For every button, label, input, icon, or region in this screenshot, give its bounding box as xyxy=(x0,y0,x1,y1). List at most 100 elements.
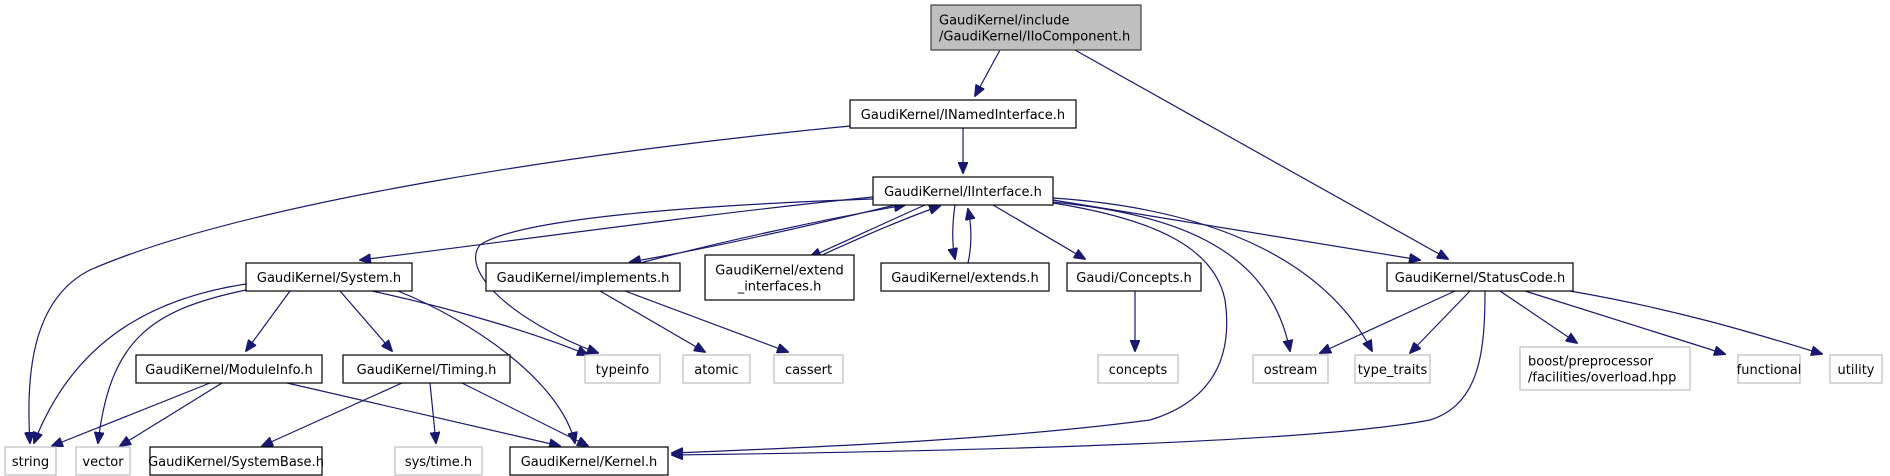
edge-implements-to-atomic xyxy=(599,290,705,352)
node-concepts-h[interactable]: Gaudi/Concepts.h xyxy=(1066,262,1202,292)
edge-iinterface-to-system xyxy=(360,196,874,260)
edge-timing-to-systime xyxy=(429,382,436,443)
edge-iinterface-to-type_traits xyxy=(1052,197,1372,351)
node-system[interactable]: GaudiKernel/System.h xyxy=(245,262,413,292)
node-systime: sys/time.h xyxy=(394,446,483,476)
node-box xyxy=(682,354,751,384)
node-extends[interactable]: GaudiKernel/extends.h xyxy=(880,262,1050,292)
node-statuscode[interactable]: GaudiKernel/StatusCode.h xyxy=(1386,262,1574,292)
edge-statuscode-to-boost_overload xyxy=(1499,290,1577,343)
node-extend-interfaces[interactable]: GaudiKernel/extend_interfaces.h xyxy=(704,254,855,301)
node-iinterface[interactable]: GaudiKernel/IInterface.h xyxy=(872,176,1054,206)
edge-inamedinterface-to-string xyxy=(29,125,851,443)
edge-statuscode-to-functional xyxy=(1524,290,1725,354)
edge-extends-to-iinterface xyxy=(968,209,971,264)
node-label: GaudiKernel/IInterface.h xyxy=(884,185,1042,200)
node-box xyxy=(342,354,511,384)
edge-system-to-vector xyxy=(98,289,247,443)
node-box xyxy=(584,354,661,384)
node-label: sys/time.h xyxy=(405,455,472,470)
node-label: _interfaces.h xyxy=(737,280,822,295)
node-vector: vector xyxy=(75,446,131,476)
edge-system-to-timing xyxy=(339,290,392,351)
node-box xyxy=(1386,262,1574,292)
node-box xyxy=(849,99,1077,129)
node-box xyxy=(485,262,681,292)
node-box xyxy=(149,446,323,476)
node-box xyxy=(1519,346,1691,391)
edge-implements-to-cassert xyxy=(624,290,788,352)
edge-statuscode-to-utility xyxy=(1569,290,1822,354)
node-box xyxy=(509,446,669,476)
node-box xyxy=(1354,354,1431,384)
node-label: /facilities/overload.hpp xyxy=(1528,371,1676,386)
edge-iinterface-to-extend_interfaces xyxy=(810,204,926,257)
node-box xyxy=(1252,354,1329,384)
edge-iinterface-to-typeinfo xyxy=(475,198,874,353)
node-typeinfo: typeinfo xyxy=(584,354,661,384)
node-label: GaudiKernel/include xyxy=(939,14,1069,29)
node-systembase[interactable]: GaudiKernel/SystemBase.h xyxy=(148,446,324,476)
edge-iiocomponent-to-inamedinterface xyxy=(975,49,1001,96)
node-label: boost/preprocessor xyxy=(1528,355,1654,370)
node-label: GaudiKernel/StatusCode.h xyxy=(1395,271,1565,286)
node-label: vector xyxy=(82,455,124,470)
node-inamedinterface[interactable]: GaudiKernel/INamedInterface.h xyxy=(849,99,1077,129)
node-type-traits: type_traits xyxy=(1354,354,1431,384)
edge-implements-to-iinterface xyxy=(639,205,905,264)
edge-moduleinfo-to-kernel xyxy=(286,382,560,446)
node-box xyxy=(930,4,1142,51)
edge-statuscode-to-kernel xyxy=(672,290,1486,455)
edges-layer xyxy=(29,49,1822,455)
edge-iinterface-to-ostream xyxy=(1052,201,1290,351)
node-utility: utility xyxy=(1829,354,1883,384)
edge-statuscode-to-type_traits xyxy=(1410,290,1471,353)
node-moduleinfo[interactable]: GaudiKernel/ModuleInfo.h xyxy=(135,354,323,384)
node-box xyxy=(394,446,483,476)
edge-timing-to-kernel xyxy=(461,382,588,446)
node-box xyxy=(1066,262,1202,292)
node-box xyxy=(75,446,131,476)
node-label: utility xyxy=(1838,363,1875,378)
edge-system-to-moduleinfo xyxy=(246,290,291,351)
node-box xyxy=(1829,354,1883,384)
node-label: string xyxy=(12,455,49,470)
node-label: atomic xyxy=(694,363,738,378)
node-label: GaudiKernel/extend xyxy=(715,264,843,279)
edge-iinterface-to-concepts_h xyxy=(992,204,1085,259)
node-box xyxy=(1737,354,1801,384)
node-box xyxy=(773,354,844,384)
node-box xyxy=(704,254,855,301)
node-label: concepts xyxy=(1109,363,1168,378)
edge-system-to-string xyxy=(34,283,247,443)
node-cassert: cassert xyxy=(773,354,844,384)
node-timing[interactable]: GaudiKernel/Timing.h xyxy=(342,354,511,384)
node-string: string xyxy=(4,446,57,476)
node-box xyxy=(880,262,1050,292)
edge-timing-to-systembase xyxy=(262,382,403,446)
node-label: GaudiKernel/Timing.h xyxy=(357,363,497,378)
node-atomic: atomic xyxy=(682,354,751,384)
node-implements[interactable]: GaudiKernel/implements.h xyxy=(485,262,681,292)
edge-iinterface-to-extends xyxy=(953,204,955,259)
node-label: GaudiKernel/ModuleInfo.h xyxy=(145,363,312,378)
node-label: functional xyxy=(1737,363,1802,378)
edge-extend_interfaces-to-iinterface xyxy=(821,206,940,256)
node-box xyxy=(245,262,413,292)
edge-system-to-typeinfo xyxy=(371,290,588,355)
node-label: GaudiKernel/System.h xyxy=(257,271,401,286)
node-ostream: ostream xyxy=(1252,354,1329,384)
node-label: type_traits xyxy=(1358,363,1428,378)
node-iiocomponent[interactable]: GaudiKernel/include/GaudiKernel/IIoCompo… xyxy=(930,4,1142,51)
node-label: cassert xyxy=(785,363,832,378)
edge-iiocomponent-to-statuscode xyxy=(1074,49,1448,259)
node-functional: functional xyxy=(1737,354,1802,384)
node-label: GaudiKernel/SystemBase.h xyxy=(148,455,324,470)
edge-moduleinfo-to-vector xyxy=(120,382,223,446)
node-kernel[interactable]: GaudiKernel/Kernel.h xyxy=(509,446,669,476)
node-box xyxy=(4,446,57,476)
node-boost-overload: boost/preprocessor/facilities/overload.h… xyxy=(1519,346,1691,391)
node-concepts: concepts xyxy=(1097,354,1179,384)
edge-moduleinfo-to-string xyxy=(52,382,211,446)
